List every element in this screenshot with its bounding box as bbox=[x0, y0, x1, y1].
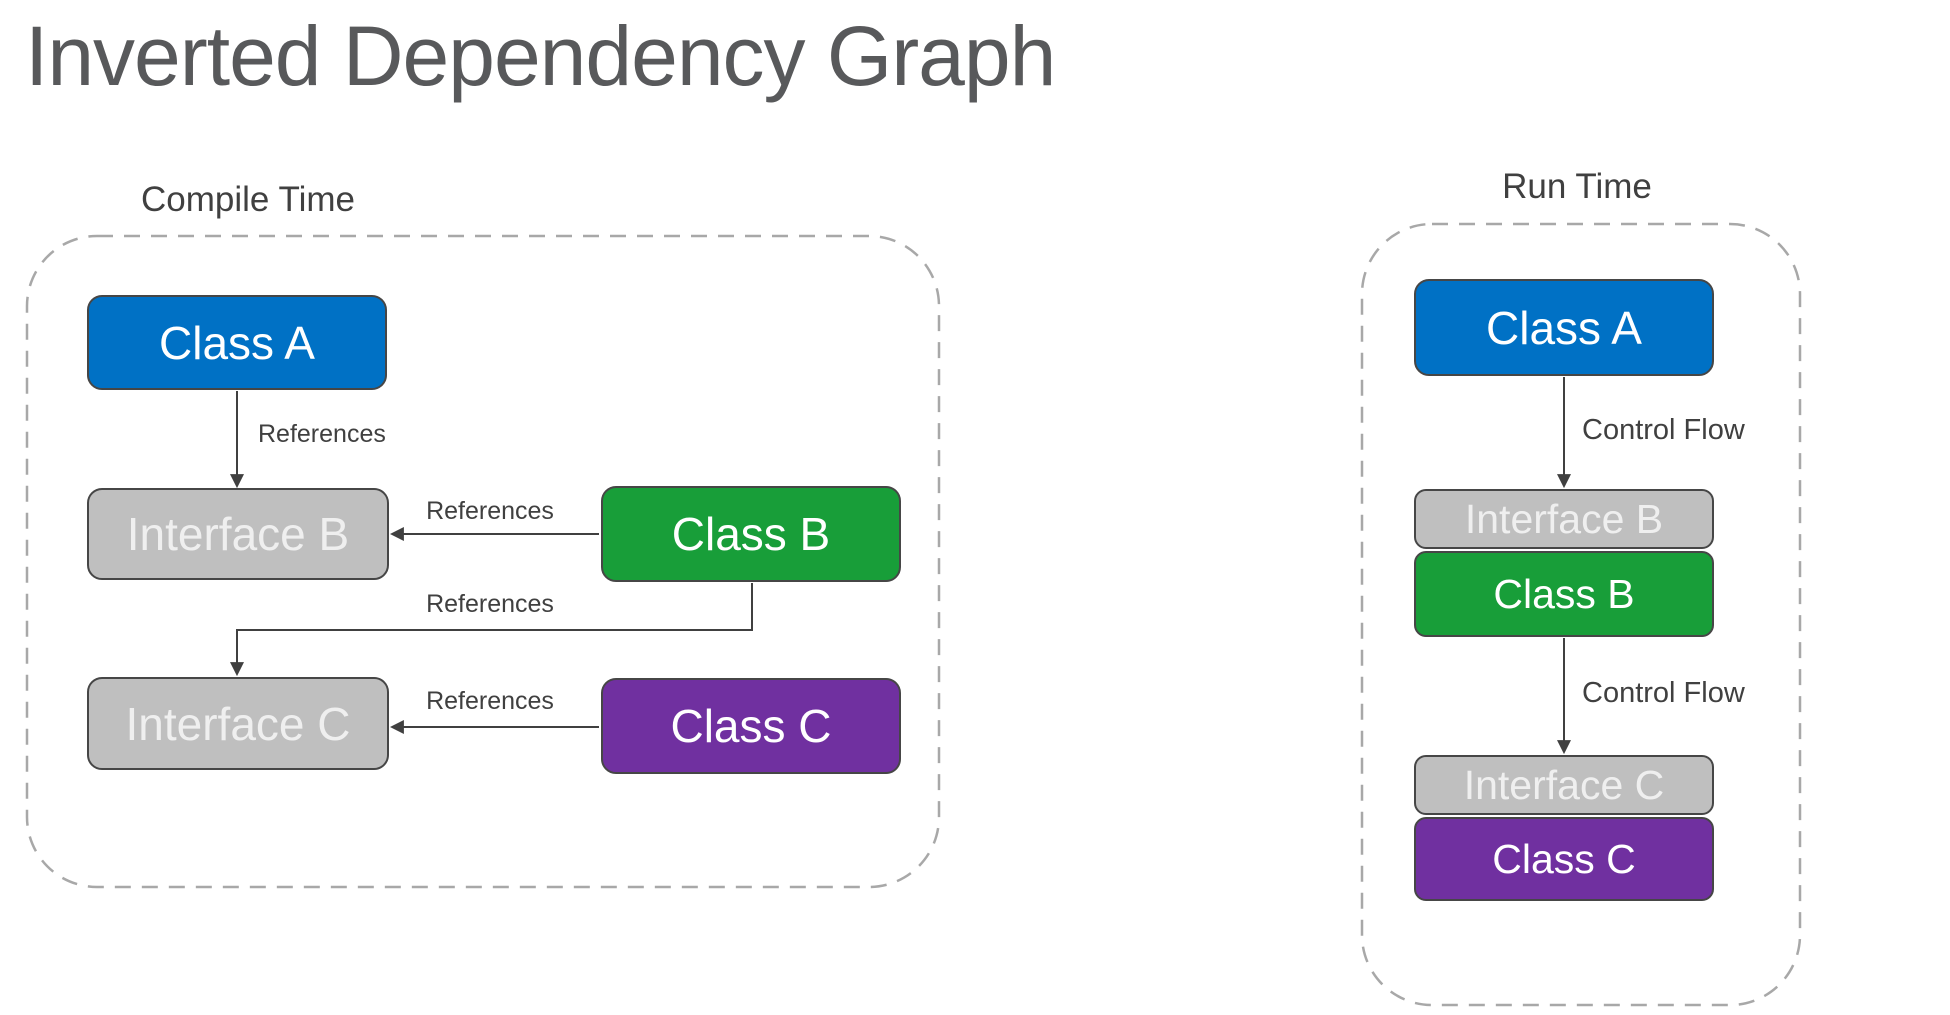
compile-class-c-node: Class C bbox=[601, 678, 901, 774]
edge-label-control-flow-1: Control Flow bbox=[1582, 414, 1745, 446]
edge-label-references-2: References bbox=[426, 497, 554, 525]
compile-interface-b-label: Interface B bbox=[126, 508, 350, 560]
run-class-b-label: Class B bbox=[1493, 570, 1635, 617]
run-class-b-node: Class B bbox=[1414, 551, 1714, 637]
run-class-a-node: Class A bbox=[1414, 279, 1714, 376]
edge-label-references-4: References bbox=[426, 687, 554, 715]
compile-class-c-label: Class C bbox=[670, 700, 832, 752]
edge-label-control-flow-2: Control Flow bbox=[1582, 677, 1745, 709]
run-class-a-label: Class A bbox=[1486, 301, 1642, 354]
edge-label-references-1: References bbox=[258, 420, 386, 448]
compile-interface-c-label: Interface C bbox=[125, 697, 351, 750]
run-interface-b-label: Interface B bbox=[1464, 495, 1664, 542]
compile-class-b-label: Class B bbox=[671, 508, 831, 560]
compile-interface-c-node: Interface C bbox=[87, 677, 389, 770]
run-class-c-label: Class C bbox=[1492, 835, 1636, 882]
compile-interface-b-node: Interface B bbox=[87, 488, 389, 580]
run-time-panel-label: Run Time bbox=[1502, 167, 1652, 206]
compile-class-a-node: Class A bbox=[87, 295, 387, 390]
compile-time-panel-label: Compile Time bbox=[141, 180, 355, 219]
run-time-dashed-border bbox=[1360, 222, 1802, 1007]
run-interface-b-node: Interface B bbox=[1414, 489, 1714, 549]
edge-compile-classB-to-interfaceC bbox=[230, 583, 753, 677]
edge-label-references-3: References bbox=[426, 590, 554, 618]
run-interface-c-label: Interface C bbox=[1463, 761, 1665, 808]
compile-class-b-node: Class B bbox=[601, 486, 901, 582]
compile-time-dashed-border bbox=[25, 234, 941, 889]
run-class-c-node: Class C bbox=[1414, 817, 1714, 901]
slide-title: Inverted Dependency Graph bbox=[25, 9, 1056, 103]
run-interface-c-node: Interface C bbox=[1414, 755, 1714, 815]
compile-class-a-label: Class A bbox=[159, 316, 315, 369]
